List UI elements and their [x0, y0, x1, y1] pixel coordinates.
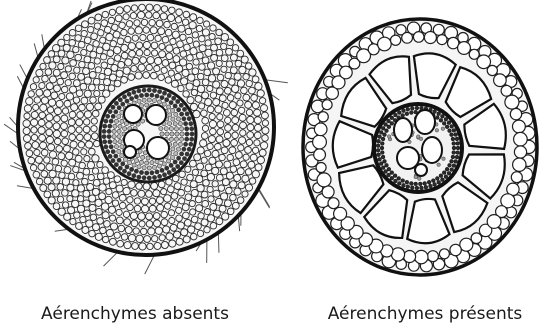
cortex-cell [318, 112, 328, 122]
caption-aerenchyma-present: Aérenchymes présents [300, 304, 540, 324]
xylem-vessel [124, 146, 136, 158]
cortex-cell [501, 85, 512, 96]
cortex-cell [402, 32, 413, 43]
cortex-cell [404, 251, 416, 263]
xylem-vessel [394, 118, 412, 142]
caption-aerenchyma-absent: Aérenchymes absents [10, 304, 260, 324]
cortex-cell [494, 74, 507, 87]
xylem-vessel [415, 164, 427, 176]
cortex-cell [313, 135, 327, 149]
cortex-cell [487, 215, 501, 229]
cortex-cell [505, 95, 519, 109]
cortex-cell [458, 42, 471, 55]
cortex-cell [427, 251, 438, 262]
cortex-cell [513, 158, 526, 171]
cortex-cell [413, 32, 424, 43]
cortex-cell [316, 163, 326, 173]
cortex-cell [391, 35, 401, 45]
xylem-vessel [146, 105, 166, 125]
cortex-cell [317, 173, 331, 187]
cortex-cell [424, 32, 436, 44]
cortex-cell [314, 123, 327, 136]
cortex-cell [513, 120, 526, 133]
cortex-cell [328, 198, 339, 209]
cortex-cell [450, 244, 461, 255]
cortex-cell [514, 146, 526, 158]
cortex-cell [510, 108, 521, 119]
root-section-without-aerenchyma [4, 0, 288, 274]
cortex-cell [415, 250, 428, 263]
cortex-cell [437, 35, 447, 45]
xylem-vessel [422, 137, 442, 163]
cortex-cell [340, 66, 353, 79]
xylem-vessel [124, 105, 142, 123]
root-section-with-aerenchyma [303, 19, 537, 275]
cortex-cell [514, 132, 528, 146]
xylem-vessel [147, 137, 169, 159]
cortex-cell [322, 186, 334, 198]
cortex-cell [439, 249, 449, 259]
cortex-cell [322, 100, 332, 110]
xylem-vessel [415, 110, 435, 134]
cortex-cell [378, 37, 392, 51]
cortex-cell [334, 207, 347, 220]
cortex-cell [314, 149, 326, 161]
cortex-cell [487, 65, 497, 75]
cortex-cell [511, 172, 522, 183]
